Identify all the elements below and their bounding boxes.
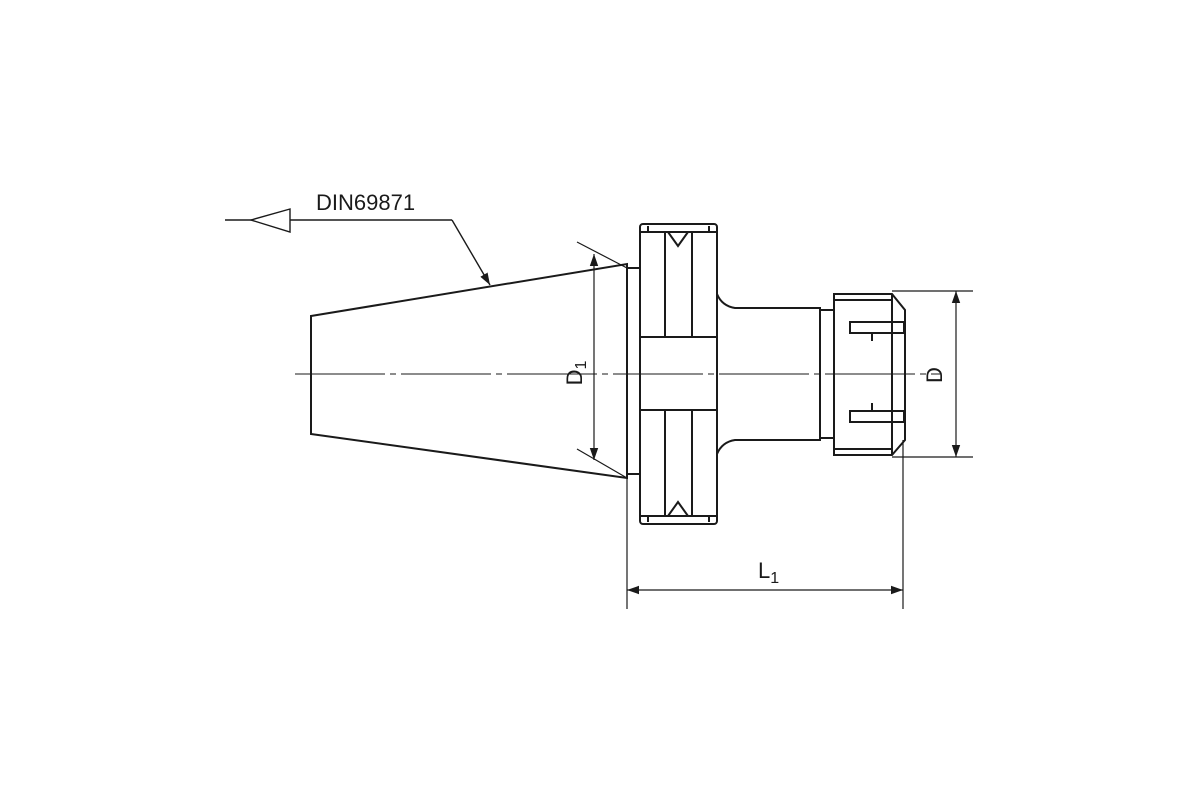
dim-d — [892, 290, 973, 458]
standard-leader — [225, 208, 491, 286]
dim-d-label: D — [922, 367, 947, 383]
standard-label: DIN69871 — [316, 190, 415, 215]
dim-d1 — [576, 241, 628, 479]
dim-l1 — [626, 440, 904, 609]
flange — [627, 223, 718, 525]
dim-d1-label: D1 — [562, 361, 590, 386]
standard-direction-icon — [248, 208, 291, 233]
dim-l1-label: L1 — [758, 558, 779, 587]
collet-nut — [833, 293, 906, 456]
